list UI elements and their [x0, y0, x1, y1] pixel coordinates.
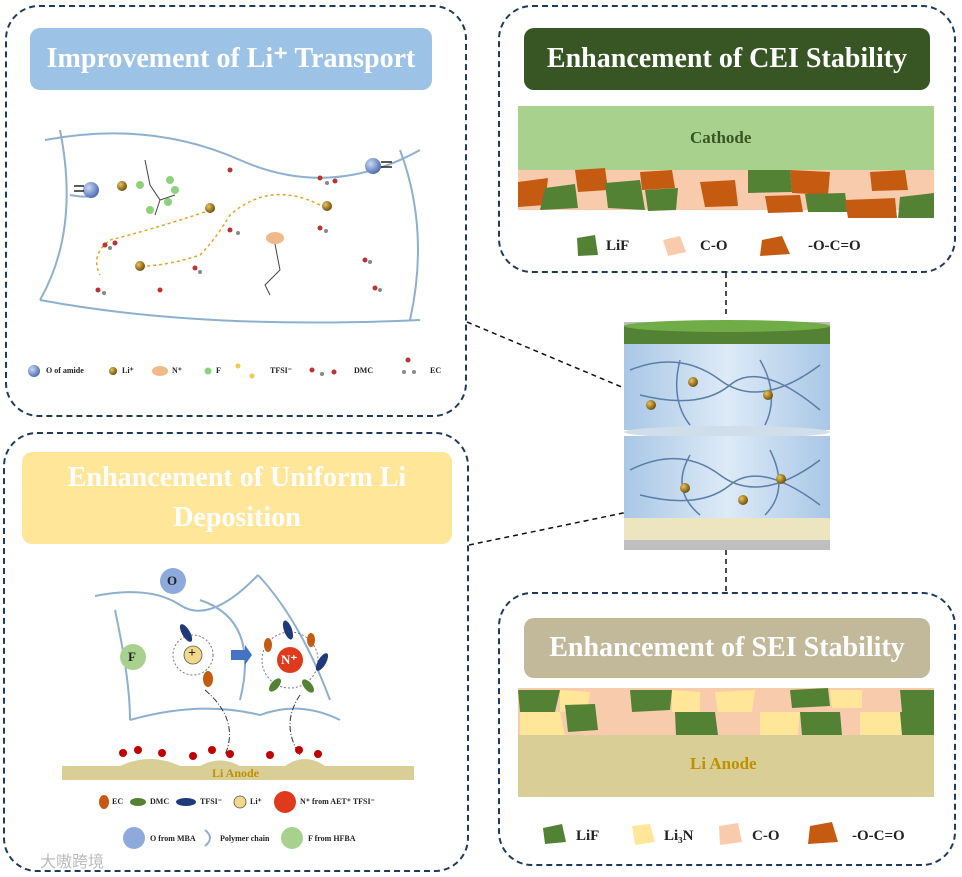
- cei-title: Enhancement of CEI Stability: [524, 28, 930, 90]
- cei-legend-co: C-O: [700, 238, 728, 254]
- sei-title: Enhancement of SEI Stability: [524, 618, 930, 678]
- legend-n: N⁺: [172, 366, 182, 375]
- cei-panel: [498, 5, 956, 273]
- uniform-title: Enhancement of Uniform Li Deposition: [22, 452, 452, 544]
- uni-legend-ec: EC: [112, 797, 124, 806]
- n-plus-label: N⁺: [281, 652, 298, 667]
- sei-legend-co: C-O: [752, 828, 780, 844]
- watermark: 大嗷跨境: [40, 852, 105, 871]
- legend-dmc: DMC: [354, 366, 374, 375]
- o-atom-label: O: [167, 573, 178, 588]
- cathode-label: Cathode: [690, 128, 752, 147]
- legend-li: Li⁺: [122, 366, 134, 375]
- legend-tfsi: TFSI⁻: [270, 366, 293, 375]
- uni-legend-tfsi: TFSI⁻: [200, 797, 223, 806]
- sei-anode-label: Li Anode: [690, 754, 757, 773]
- uniform-title-line1: Enhancement of Uniform Li: [67, 462, 407, 493]
- li-anode-label: Li Anode: [212, 766, 260, 780]
- uni-legend-f: F from HFBA: [308, 834, 356, 843]
- cei-legend-lif: LiF: [606, 238, 630, 254]
- cei-layer: [518, 168, 934, 218]
- f-atom-label: F: [128, 649, 136, 664]
- legend-o-amide: O of amide: [46, 366, 84, 375]
- uni-legend-dmc: DMC: [150, 797, 170, 806]
- uniform-title-line2: Deposition: [173, 502, 301, 533]
- transport-panel: [5, 5, 467, 417]
- li-plus-label: +: [188, 646, 196, 661]
- uni-legend-o: O from MBA: [150, 834, 196, 843]
- sei-panel: [498, 592, 956, 866]
- sei-layer: [518, 688, 934, 736]
- sei-legend-lif: LiF: [576, 828, 600, 844]
- legend-f: F: [216, 366, 221, 375]
- legend-ec: EC: [430, 366, 442, 375]
- polymer-network: [39, 129, 421, 324]
- uni-legend-chain: Polymer chain: [220, 834, 270, 843]
- sei-legend-li3n: Li₃N: [664, 828, 694, 844]
- uni-legend-n: N⁺ from AET⁺ TFSI⁻: [300, 797, 375, 806]
- transport-title: Improvement of Li⁺ Transport: [30, 28, 432, 90]
- uni-legend-li: Li⁺: [250, 797, 262, 806]
- sei-legend-ococo: -O-C=O: [852, 828, 905, 844]
- uniform-panel: [3, 432, 469, 872]
- cei-legend-ococo: -O-C=O: [808, 238, 861, 254]
